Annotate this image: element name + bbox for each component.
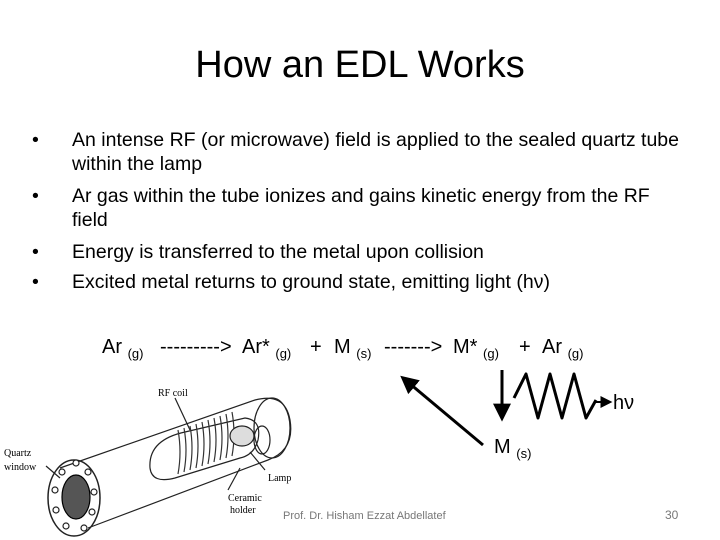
bullet-dot: • [32,129,39,151]
quartz-window-inner [61,474,91,520]
label-lamp: Lamp [268,473,291,484]
eq-m: M [334,336,351,358]
label-rf-coil: RF coil [158,388,188,399]
equation-arrow-1: ---------> [160,336,232,358]
equation-term-m: M (s) [334,336,371,361]
label-holder: holder [230,505,256,516]
equation-plus-2: + [519,336,531,358]
rf-coil [177,411,235,475]
lamp-element [229,425,255,447]
bullet-text: Ar gas within the tube ionizes and gains… [72,185,650,231]
bullet-text: An intense RF (or microwave) field is ap… [72,129,679,175]
equation-term-arstar: Ar* (g) [242,336,291,361]
eq-ar: Ar [102,336,122,358]
quartz-window [47,459,101,537]
page-number: 30 [665,508,679,522]
eq-arstar: Ar* [242,336,270,358]
bullet-text: Excited metal returns to ground state, e… [72,271,550,293]
footer-author: Prof. Dr. Hisham Ezzat Abdellatef [283,510,446,522]
equation-term-ar: Ar (g) [102,336,143,361]
ground-metal-state: (s) [516,446,532,461]
bullet-text: Energy is transferred to the metal upon … [72,241,484,263]
eq-ar-2: Ar [542,336,562,358]
light-wave [512,372,598,420]
emission-label: hν [613,392,635,414]
lamp-rear-cap [253,397,291,459]
equation-term-mstar: M* (g) [453,336,499,361]
equation-plus-1: + [310,336,322,358]
eq-ar-2-state: (g) [567,346,584,361]
bullet-item: • Energy is transferred to the metal upon… [32,240,682,264]
lamp-diagram [45,397,292,537]
window-bolts [51,459,98,532]
eq-arstar-state: (g) [275,346,292,361]
slide-title: How an EDL Works [195,44,525,86]
lamp-body [59,397,292,529]
equation-term-ar-2: Ar (g) [542,336,583,361]
eq-mstar-state: (g) [483,346,499,361]
bullet-item: • An intense RF (or microwave) field is a… [32,128,682,176]
bullet-list: • An intense RF (or microwave) field is a… [32,128,682,302]
bullet-item: • Excited metal returns to ground state, … [32,270,682,294]
eq-ar-state: (g) [127,346,144,361]
ground-state-metal: M (s) [494,436,531,461]
lamp-bulb [149,417,260,481]
return-arrow [400,375,484,447]
eq-m-state: (s) [356,346,372,361]
label-ceramic: Ceramic [228,493,262,504]
eq-mstar: M* [453,336,478,358]
bullet-dot: • [32,241,39,263]
ground-metal-symbol: M [494,436,511,458]
ceramic-holder [253,425,271,455]
label-window: window [4,462,37,473]
bullet-dot: • [32,185,39,207]
equation-arrow-2: -------> [384,336,443,358]
label-quartz: Quartz [4,448,32,459]
bullet-dot: • [32,271,39,293]
bullet-item: • Ar gas within the tube ionizes and gain… [32,184,682,232]
